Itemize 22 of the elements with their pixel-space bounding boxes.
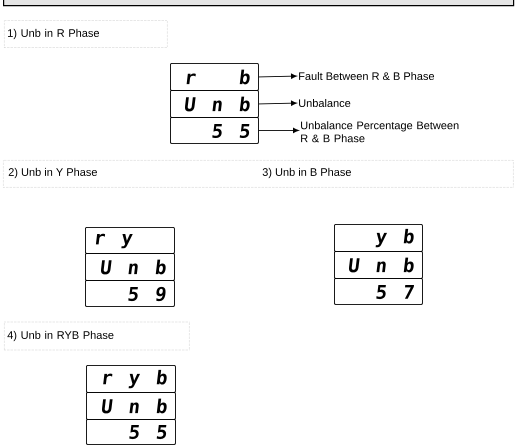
display-row: y b <box>334 224 423 252</box>
arrow <box>258 128 299 134</box>
display-row: r y b <box>86 365 176 393</box>
annotation-text: Unbalance <box>299 98 350 108</box>
display-row: U n b <box>170 90 259 118</box>
arrow <box>258 74 297 79</box>
display-row: 5 9 <box>85 280 175 307</box>
display-row: 5 7 <box>334 278 423 305</box>
title-bar <box>3 0 514 6</box>
section-heading: 1) Unb in R Phase <box>4 20 168 48</box>
arrow <box>258 100 297 106</box>
display-row: r y <box>85 227 175 254</box>
display-row: r b <box>170 63 259 91</box>
display-row: U n b <box>86 392 176 420</box>
display-row: U n b <box>334 251 423 279</box>
annotation-text: Unbalance Percentage Between R & B Phase <box>301 121 458 142</box>
display-row: 5 5 <box>86 419 176 445</box>
section-heading: 2) Unb in Y Phase 3) Unb in B Phase <box>3 160 514 188</box>
annotation-text: Fault Between R & B Phase <box>299 72 434 80</box>
display-row: 5 5 <box>170 117 259 144</box>
display-row: U n b <box>85 253 175 281</box>
section-heading: 4) Unb in RYB Phase <box>4 322 190 350</box>
